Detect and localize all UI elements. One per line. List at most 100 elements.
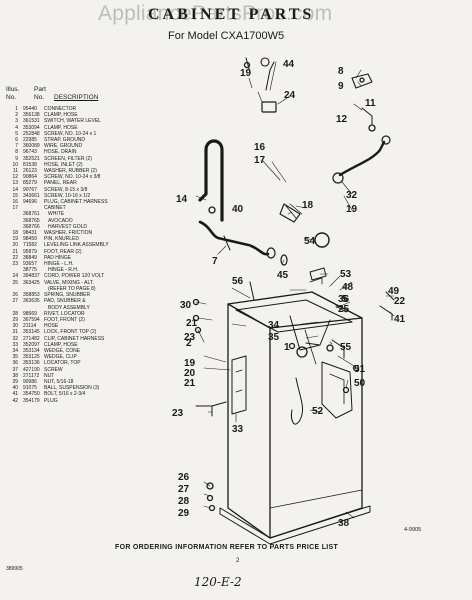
part-number: 271172 (23, 372, 40, 379)
callout-11: 11 (365, 98, 376, 109)
callout-34: 34 (268, 320, 280, 331)
part-number: 85279 (23, 180, 37, 187)
illus-number: 39 (12, 378, 18, 385)
part-description: SCREW, 10-16 x 1/2 (44, 192, 91, 199)
part-description: WHITE (48, 211, 65, 218)
part-number: 352097 (23, 341, 40, 348)
drain-hose-upper (204, 139, 224, 222)
callout-54: 54 (304, 236, 316, 247)
part-number: 252848 (23, 130, 40, 137)
figure-number: 4-9905 (404, 527, 422, 533)
callout-20: 20 (184, 368, 196, 379)
part-number: 93657 (23, 261, 37, 268)
part-number: 358853 (23, 292, 40, 299)
illus-number: 6 (15, 137, 18, 144)
part-number: 356138 (23, 112, 40, 119)
part-description: PAD HINGE (44, 254, 72, 261)
parts-row: (REFER TO PAGE 8) (6, 286, 146, 292)
callout-36: 36 (338, 294, 350, 305)
part-number: 26123 (23, 168, 37, 175)
illus-number: 20 (12, 242, 18, 249)
part-number: 368766 (23, 223, 40, 230)
callout-2: 2 (186, 338, 192, 349)
part-number: 427190 (23, 366, 40, 373)
illus-number: 41 (12, 391, 18, 398)
header-no: No. (6, 94, 17, 101)
part-description: CLAMP, HOSE (44, 341, 78, 348)
part-description: FOOT, FRONT (2) (44, 316, 85, 323)
illus-number: 40 (12, 385, 18, 392)
callout-41: 41 (394, 314, 406, 325)
suspension-ball (296, 346, 308, 358)
illus-number: 19 (12, 236, 18, 243)
part-number: 353134 (23, 347, 40, 354)
part-description: HINGE - L.H. (44, 261, 74, 268)
illus-number: 11 (12, 168, 18, 175)
callout-8: 8 (338, 66, 344, 77)
cabinet-outline (227, 291, 363, 539)
part-number: 90986 (23, 378, 37, 385)
illus-number: 10 (12, 161, 18, 168)
callout-45: 45 (277, 270, 289, 281)
part-description: HINGE - R.H. (48, 267, 79, 274)
callout-27: 27 (178, 484, 190, 495)
part-number: 71582 (23, 242, 37, 249)
illus-number: 42 (12, 397, 18, 404)
callout-19: 19 (240, 68, 252, 79)
part-number: 363425 (23, 279, 40, 286)
part-number: 38849 (23, 254, 37, 261)
part-number: 352521 (23, 155, 40, 162)
part-description: CLIP, CABINET HARNESS (44, 335, 105, 342)
callout-26: 26 (178, 472, 190, 483)
part-number: 38775 (23, 267, 37, 274)
illus-number: 25 (12, 279, 18, 286)
part-number: 98459 (23, 236, 37, 243)
callout-50: 50 (354, 378, 366, 389)
callout-30: 30 (180, 300, 192, 311)
illus-number: 5 (15, 130, 18, 137)
illus-number: 17 (12, 205, 18, 212)
part-number: 353125 (23, 354, 40, 361)
handwritten-note: 120-E-2 (194, 575, 242, 589)
cabinet-top-opening (235, 299, 353, 333)
part-description: SCREW (44, 366, 63, 373)
callout-24: 24 (284, 90, 296, 101)
part-description: PANEL, REAR (44, 180, 77, 187)
part-number: 98431 (23, 230, 37, 237)
part-description: PIN, KNURLED (44, 236, 80, 243)
part-description: CORD, POWER 120 VOLT (44, 273, 105, 280)
part-description: LOCK, FRONT TOP (2) (44, 329, 97, 336)
ordering-footer: FOR ORDERING INFORMATION REFER TO PARTS … (115, 544, 339, 551)
callout-19b: 19 (346, 204, 358, 215)
callout-25: 25 (338, 304, 350, 315)
illus-number: 29 (12, 316, 18, 323)
part-description: FOOT, REAR (2) (44, 248, 82, 255)
callout-7: 7 (212, 256, 218, 267)
part-description: BALL, SUSPENSION (3) (44, 385, 100, 392)
part-description: WEDGE, CONE (44, 347, 81, 354)
parts-row: 19 98459 PIN, KNURLED (6, 236, 146, 242)
illus-number: 14 (12, 186, 18, 193)
cabinet-front-edge (227, 303, 271, 539)
part-number: 94696 (23, 199, 37, 206)
header-part: Part (34, 86, 46, 93)
illus-number: 24 (12, 273, 18, 280)
inlet-hose (338, 140, 386, 177)
